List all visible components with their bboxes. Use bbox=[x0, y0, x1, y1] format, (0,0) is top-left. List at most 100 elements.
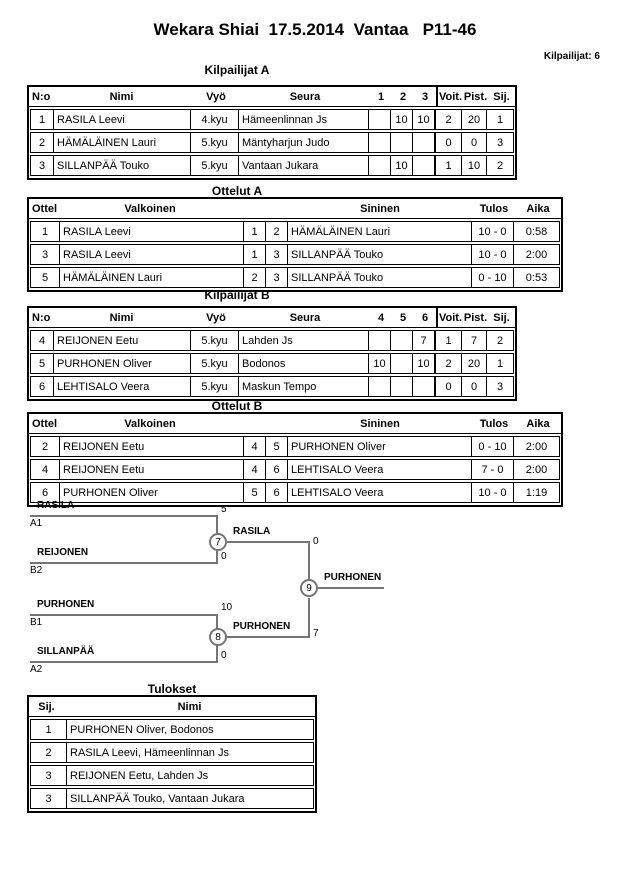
table-header-row: OtteluValkoinenSininenTulosAika bbox=[29, 199, 561, 219]
wins-cell: 2 bbox=[434, 110, 461, 129]
bracket-match-number: 9 bbox=[300, 579, 318, 597]
blue-player-cell: LEHTISALO Veera bbox=[287, 460, 471, 479]
match-number-cell: 2 bbox=[41, 440, 49, 453]
place-cell: 1 bbox=[486, 110, 513, 129]
belt-cell: 5.kyu bbox=[190, 354, 238, 373]
result-cell: 7 - 0 bbox=[471, 460, 513, 479]
match-3-cell bbox=[412, 156, 434, 175]
club-cell: Lahden Js bbox=[238, 331, 368, 350]
match-1-header: 1 bbox=[377, 90, 385, 103]
bracket-line bbox=[318, 587, 384, 589]
match-3-cell bbox=[412, 133, 434, 152]
blue-number-cell: 2 bbox=[265, 222, 287, 241]
wins-cell: 2 bbox=[434, 354, 461, 373]
match-3-cell bbox=[412, 377, 434, 396]
time-cell: 2:00 bbox=[513, 460, 559, 479]
time-header: Aika bbox=[526, 417, 550, 430]
points-cell: 0 bbox=[461, 133, 486, 152]
white-number-cell: 4 bbox=[243, 437, 265, 456]
bracket-player-name: REIJONEN bbox=[37, 547, 89, 558]
blue-number-cell: 5 bbox=[265, 437, 287, 456]
pool-a-title: Kilpailijat A bbox=[204, 63, 270, 77]
competitors-count: Kilpailijat: 6 bbox=[543, 51, 600, 62]
number-cell: 4 bbox=[38, 334, 46, 347]
blue-number-cell: 6 bbox=[265, 483, 287, 502]
result-cell: 10 - 0 bbox=[471, 222, 513, 241]
white-player-header: Valkoinen bbox=[124, 202, 176, 215]
bracket-line bbox=[30, 614, 218, 616]
white-number-cell: 1 bbox=[243, 222, 265, 241]
club-cell: Mäntyharjun Judo bbox=[238, 133, 368, 152]
white-player-cell: RASILA Leevi bbox=[59, 245, 243, 264]
place-cell: 1 bbox=[486, 354, 513, 373]
page-title: Wekara Shiai 17.5.2014 Vantaa P11-46 bbox=[153, 20, 477, 39]
match-2-header: 2 bbox=[399, 90, 407, 103]
bracket-seed: A1 bbox=[30, 518, 43, 529]
match-3-header: 6 bbox=[421, 311, 429, 324]
bracket-seed: A2 bbox=[30, 664, 43, 675]
white-number-header bbox=[243, 199, 265, 218]
matches-b-table: OtteluValkoinenSininenTulosAika2REIJONEN… bbox=[27, 412, 563, 507]
name-cell: SILLANPÄÄ Touko bbox=[53, 156, 190, 175]
place-cell: 3 bbox=[486, 377, 513, 396]
points-header: Pist. bbox=[463, 90, 488, 103]
match-2-cell bbox=[390, 331, 412, 350]
wins-cell: 1 bbox=[434, 156, 461, 175]
club-header: Seura bbox=[289, 311, 321, 324]
result-cell: 10 - 0 bbox=[471, 245, 513, 264]
name-cell: PURHONEN Oliver bbox=[53, 354, 190, 373]
bracket-line bbox=[308, 598, 310, 638]
bracket-player-name: SILLANPÄÄ bbox=[37, 646, 95, 657]
match-3-header: 3 bbox=[421, 90, 429, 103]
white-number-cell: 1 bbox=[243, 245, 265, 264]
belt-header: Vyö bbox=[206, 311, 226, 324]
bracket-match-number: 8 bbox=[209, 628, 227, 646]
number-cell: 6 bbox=[38, 380, 46, 393]
points-cell: 20 bbox=[461, 110, 486, 129]
club-header: Seura bbox=[289, 90, 321, 103]
points-cell: 0 bbox=[461, 377, 486, 396]
bracket-line bbox=[216, 645, 218, 663]
name-cell: REIJONEN Eetu bbox=[53, 331, 190, 350]
match-number-header: Ottelu bbox=[32, 202, 57, 215]
result-header: Tulos bbox=[479, 202, 509, 215]
bracket-player-name: PURHONEN bbox=[37, 599, 95, 610]
matches-a-table: OtteluValkoinenSininenTulosAika1RASILA L… bbox=[27, 197, 563, 292]
match-number-cell: 6 bbox=[41, 486, 49, 499]
time-cell: 2:00 bbox=[513, 437, 559, 456]
bracket-line bbox=[30, 562, 218, 564]
matches-a-title: Ottelut A bbox=[211, 184, 263, 198]
name-header: Nimi bbox=[109, 90, 134, 103]
time-cell: 0:58 bbox=[513, 222, 559, 241]
bracket-line bbox=[308, 541, 310, 579]
white-player-cell: REIJONEN Eetu bbox=[59, 437, 243, 456]
table-header-row: Sij.Nimi bbox=[29, 697, 315, 717]
bracket-seed: B1 bbox=[30, 617, 43, 628]
match-1-cell: 10 bbox=[368, 354, 390, 373]
bracket-score: 0 bbox=[221, 551, 227, 562]
bracket-line bbox=[30, 515, 218, 517]
name-header: Nimi bbox=[109, 311, 134, 324]
match-1-cell bbox=[368, 133, 390, 152]
match-1-header: 4 bbox=[377, 311, 385, 324]
bracket-score: 7 bbox=[313, 628, 319, 639]
name-cell: HÄMÄLÄINEN Lauri bbox=[53, 133, 190, 152]
blue-number-header bbox=[265, 414, 287, 433]
time-cell: 2:00 bbox=[513, 245, 559, 264]
blue-player-cell: LEHTISALO Veera bbox=[287, 483, 471, 502]
white-number-cell: 4 bbox=[243, 460, 265, 479]
match-number-header: Ottelu bbox=[32, 417, 57, 430]
bracket-line bbox=[227, 541, 309, 543]
bracket-score: 0 bbox=[221, 650, 227, 661]
club-cell: Vantaan Jukara bbox=[238, 156, 368, 175]
